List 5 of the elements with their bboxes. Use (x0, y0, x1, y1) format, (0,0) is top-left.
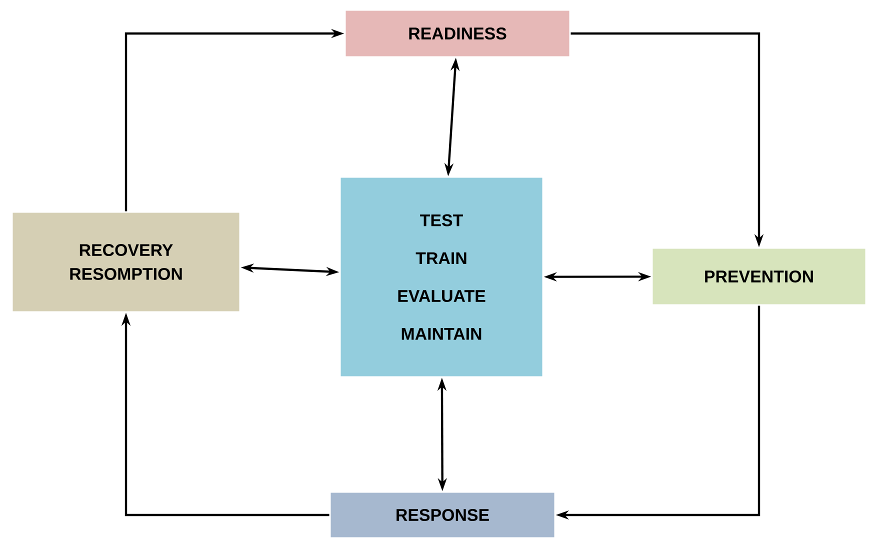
center-box: TEST TRAIN EVALUATE MAINTAIN (339, 176, 544, 378)
process-box: PREVENTION (651, 247, 867, 306)
process-box: READINESS (344, 9, 571, 58)
process-box: RESPONSE (329, 491, 556, 539)
process-box: RECOVERY RESOMPTION (11, 211, 241, 313)
